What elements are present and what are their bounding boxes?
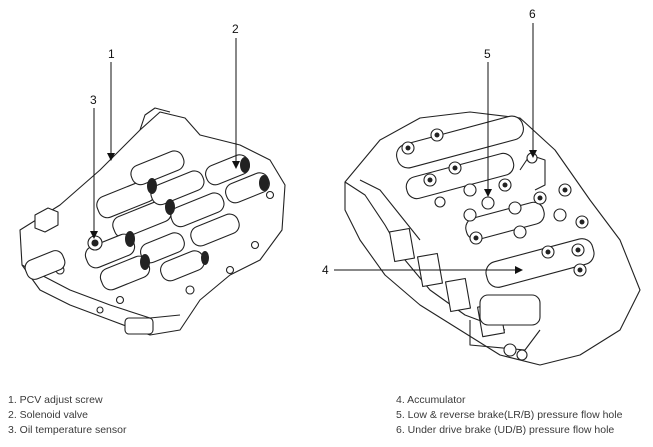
valve-body-illustration	[19, 23, 641, 366]
callout-2: 2	[232, 22, 239, 36]
callout-5: 5	[484, 47, 491, 61]
legend-item-lrb-pressure-flow-hole: 5. Low & reverse brake(LR/B) pressure fl…	[396, 409, 623, 421]
callout-1: 1	[108, 47, 115, 61]
leader-lines	[90, 23, 537, 274]
callout-3: 3	[90, 93, 97, 107]
legend-item-accumulator: 4. Accumulator	[396, 394, 466, 406]
legend-right: 4. Accumulator 5. Low & reverse brake(LR…	[396, 393, 622, 438]
right-valve-body-drawing	[344, 111, 641, 366]
legend-item-oil-temperature-sensor: 3. Oil temperature sensor	[8, 424, 127, 436]
legend-left: 1. PCV adjust screw 2. Solenoid valve 3.…	[8, 393, 126, 438]
left-valve-body-drawing	[19, 107, 286, 336]
callout-6: 6	[529, 7, 536, 21]
callout-4: 4	[322, 263, 329, 277]
legend-item-solenoid-valve: 2. Solenoid valve	[8, 409, 88, 421]
legend-item-udb-pressure-flow-hole: 6. Under drive brake (UD/B) pressure flo…	[396, 424, 615, 436]
legend-item-pcv-adjust-screw: 1. PCV adjust screw	[8, 394, 103, 406]
